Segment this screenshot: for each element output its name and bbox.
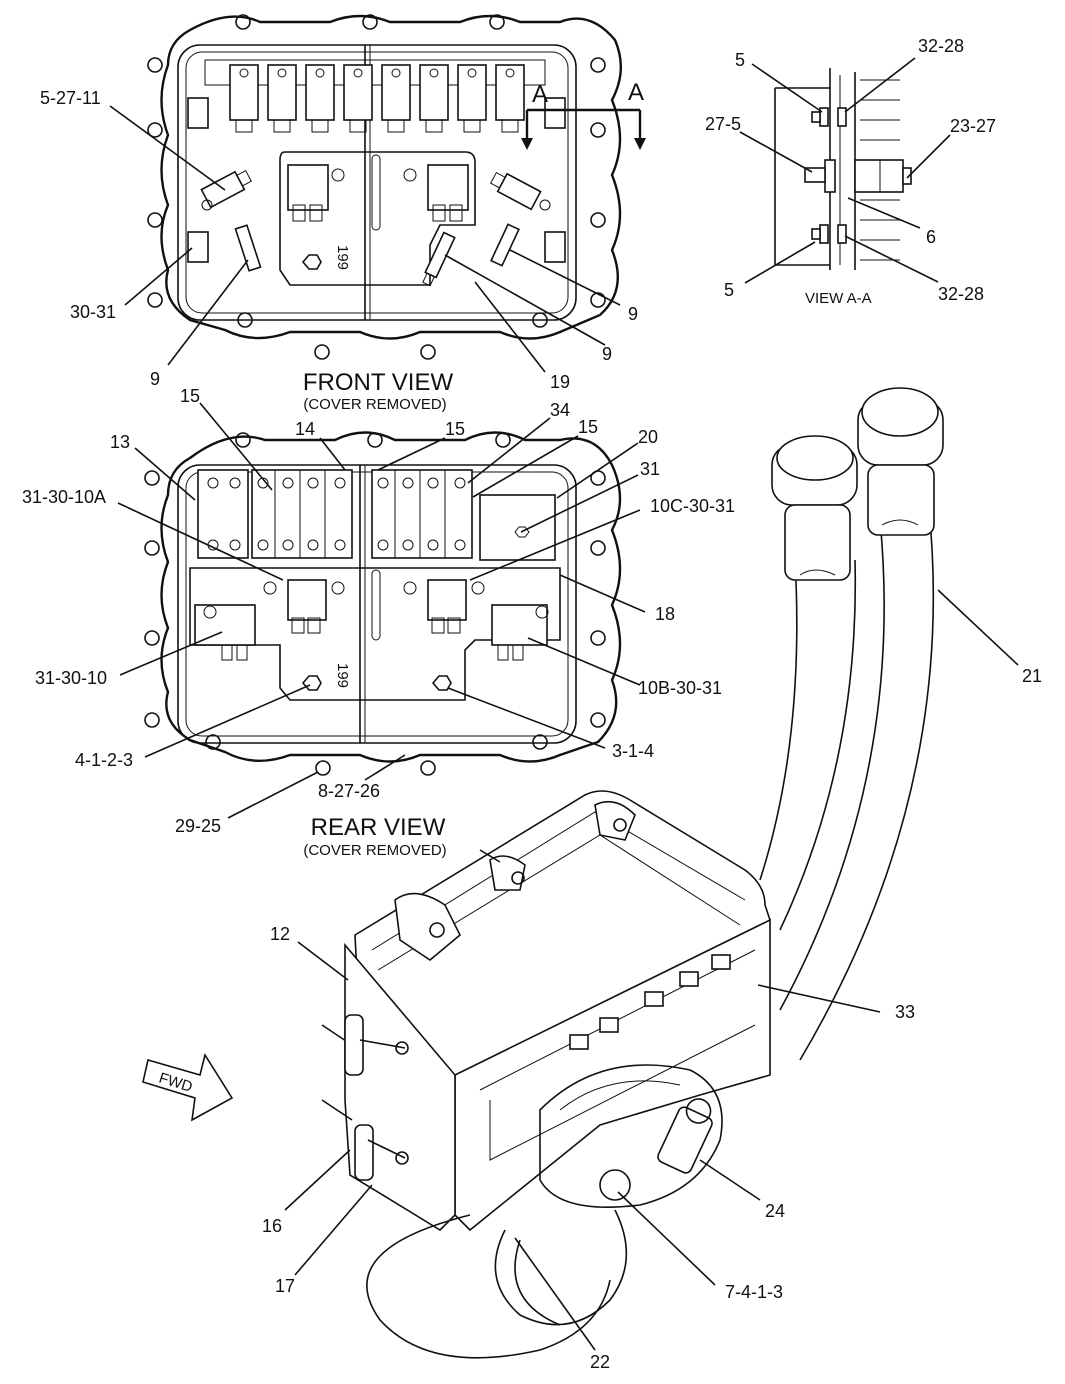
callout-31: 31 [640, 459, 660, 479]
section-view-a-a [774, 68, 912, 270]
callout-15-c: 15 [578, 417, 598, 437]
rear-leader-lines [117, 402, 646, 819]
callout-15-a: 15 [180, 386, 200, 406]
callout-17: 17 [275, 1276, 295, 1296]
callout-9-b: 9 [628, 304, 638, 324]
callout-32-28-bottom: 32-28 [938, 284, 984, 304]
isometric-enclosure [321, 790, 771, 1359]
callout-12: 12 [270, 924, 290, 944]
section-marker-left: A [532, 81, 548, 108]
iso-leader-lines [284, 941, 881, 1351]
leader-21 [937, 589, 1019, 666]
callout-10b-30-31: 10B-30-31 [638, 678, 722, 698]
rear-view-note: (COVER REMOVED) [303, 842, 446, 859]
callout-9-c: 9 [602, 344, 612, 364]
callout-31-30-10a: 31-30-10A [22, 487, 106, 507]
callout-33: 33 [895, 1002, 915, 1022]
front-connector-row [569, 954, 731, 1050]
front-leader-lines [109, 105, 621, 373]
section-view-title: VIEW A-A [805, 290, 872, 307]
callout-27-5: 27-5 [705, 114, 741, 134]
front-view-enclosure: 199 A A [147, 14, 646, 360]
callout-6: 6 [926, 227, 936, 247]
section-arrows [521, 108, 646, 150]
callout-5-top: 5 [735, 50, 745, 70]
callout-9-a: 9 [150, 369, 160, 389]
callout-21: 21 [1022, 666, 1042, 686]
callout-16: 16 [262, 1216, 282, 1236]
callout-24: 24 [765, 1201, 785, 1221]
callout-7-4-1-3: 7-4-1-3 [725, 1282, 783, 1302]
callout-15-b: 15 [445, 419, 465, 439]
rear-terminal-strips [197, 469, 556, 561]
rear-stamp: 199 [334, 663, 351, 688]
callout-30-31: 30-31 [70, 302, 116, 322]
front-view-note: (COVER REMOVED) [303, 396, 446, 413]
callout-18: 18 [655, 604, 675, 624]
section-marker-right: A [628, 79, 644, 106]
rear-view-enclosure: 199 [144, 431, 622, 776]
callout-14: 14 [295, 419, 315, 439]
front-mounting-holes [147, 14, 606, 360]
section-leader-lines [739, 57, 951, 284]
callout-4-1-2-3: 4-1-2-3 [75, 750, 133, 770]
front-relay-row [204, 59, 546, 133]
hose-assembly [759, 387, 944, 1061]
callout-22: 22 [590, 1352, 610, 1372]
callout-13: 13 [110, 432, 130, 452]
front-stamp: 199 [334, 245, 351, 270]
callout-8-27-26: 8-27-26 [318, 781, 380, 801]
callout-20: 20 [638, 427, 658, 447]
callout-31-30-10: 31-30-10 [35, 668, 107, 688]
callout-19: 19 [550, 372, 570, 392]
callout-3-1-4: 3-1-4 [612, 741, 654, 761]
callout-34: 34 [550, 400, 570, 420]
callout-5-bottom: 5 [724, 280, 734, 300]
fwd-arrow-icon: FWD [142, 1052, 234, 1122]
front-view-title: FRONT VIEW [303, 369, 454, 396]
callout-32-28-top: 32-28 [918, 36, 964, 56]
callout-29-25: 29-25 [175, 816, 221, 836]
callout-5-27-11: 5-27-11 [40, 88, 101, 108]
rear-view-title: REAR VIEW [311, 814, 446, 841]
callout-23-27: 23-27 [950, 116, 996, 136]
callout-10c-30-31: 10C-30-31 [650, 496, 735, 516]
